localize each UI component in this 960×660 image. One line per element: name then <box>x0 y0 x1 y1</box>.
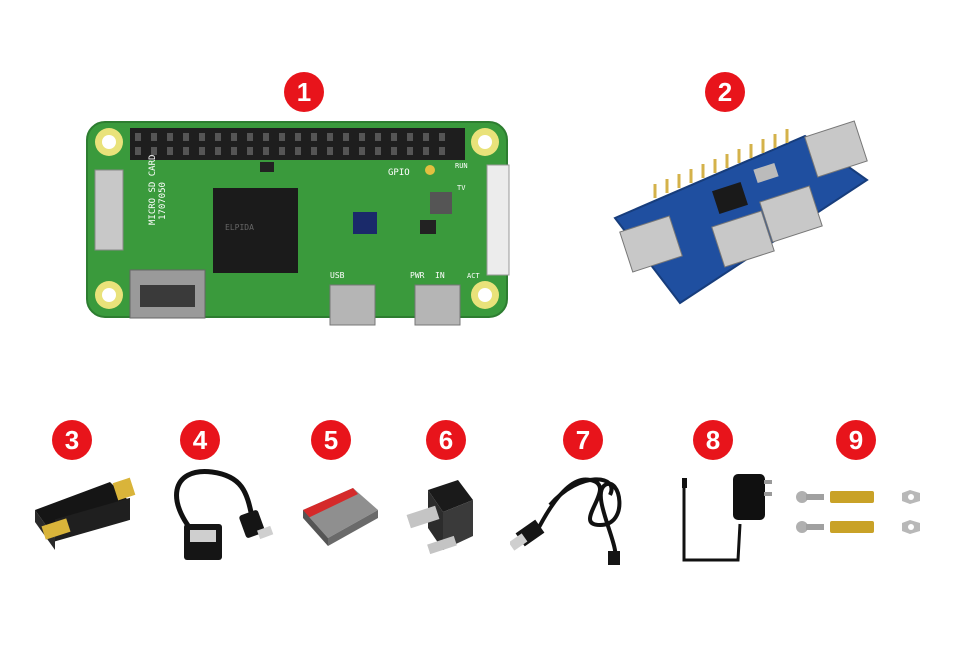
act-label: ACT <box>467 272 480 280</box>
badge-9: 9 <box>836 420 876 460</box>
mini-hdmi-adapter-icon <box>25 470 145 560</box>
run-label: RUN <box>455 162 468 170</box>
micro-usb-cable-icon <box>508 465 645 570</box>
pwr-label: PWR <box>410 271 425 280</box>
board-code-label: 1707050 <box>158 182 168 220</box>
usb-connector-adapter-icon <box>403 470 488 565</box>
badge-5: 5 <box>311 420 351 460</box>
badge-3: 3 <box>52 420 92 460</box>
screws-and-standoffs-icon <box>792 482 932 544</box>
usb-label: USB <box>330 271 345 280</box>
micro-sd-card-icon <box>298 480 383 555</box>
badge-6: 6 <box>426 420 466 460</box>
sd-card-label: MICRO SD CARD <box>148 155 158 225</box>
badge-8: 8 <box>693 420 733 460</box>
chip-label: ELPIDA <box>225 223 254 232</box>
badge-1: 1 <box>284 72 324 112</box>
gpio-label: GPIO <box>388 168 410 178</box>
usb-otg-cable-icon <box>162 462 287 572</box>
badge-4: 4 <box>180 420 220 460</box>
usb-hub-hat-board-icon <box>605 118 875 313</box>
badge-2: 2 <box>705 72 745 112</box>
power-adapter-icon <box>678 462 778 567</box>
badge-7: 7 <box>563 420 603 460</box>
raspberry-pi-zero-board-icon: MICRO SD CARD 1707050 ELPIDA GPIO RUN TV… <box>85 120 515 330</box>
in-label: IN <box>435 271 445 280</box>
tv-label: TV <box>457 184 466 192</box>
